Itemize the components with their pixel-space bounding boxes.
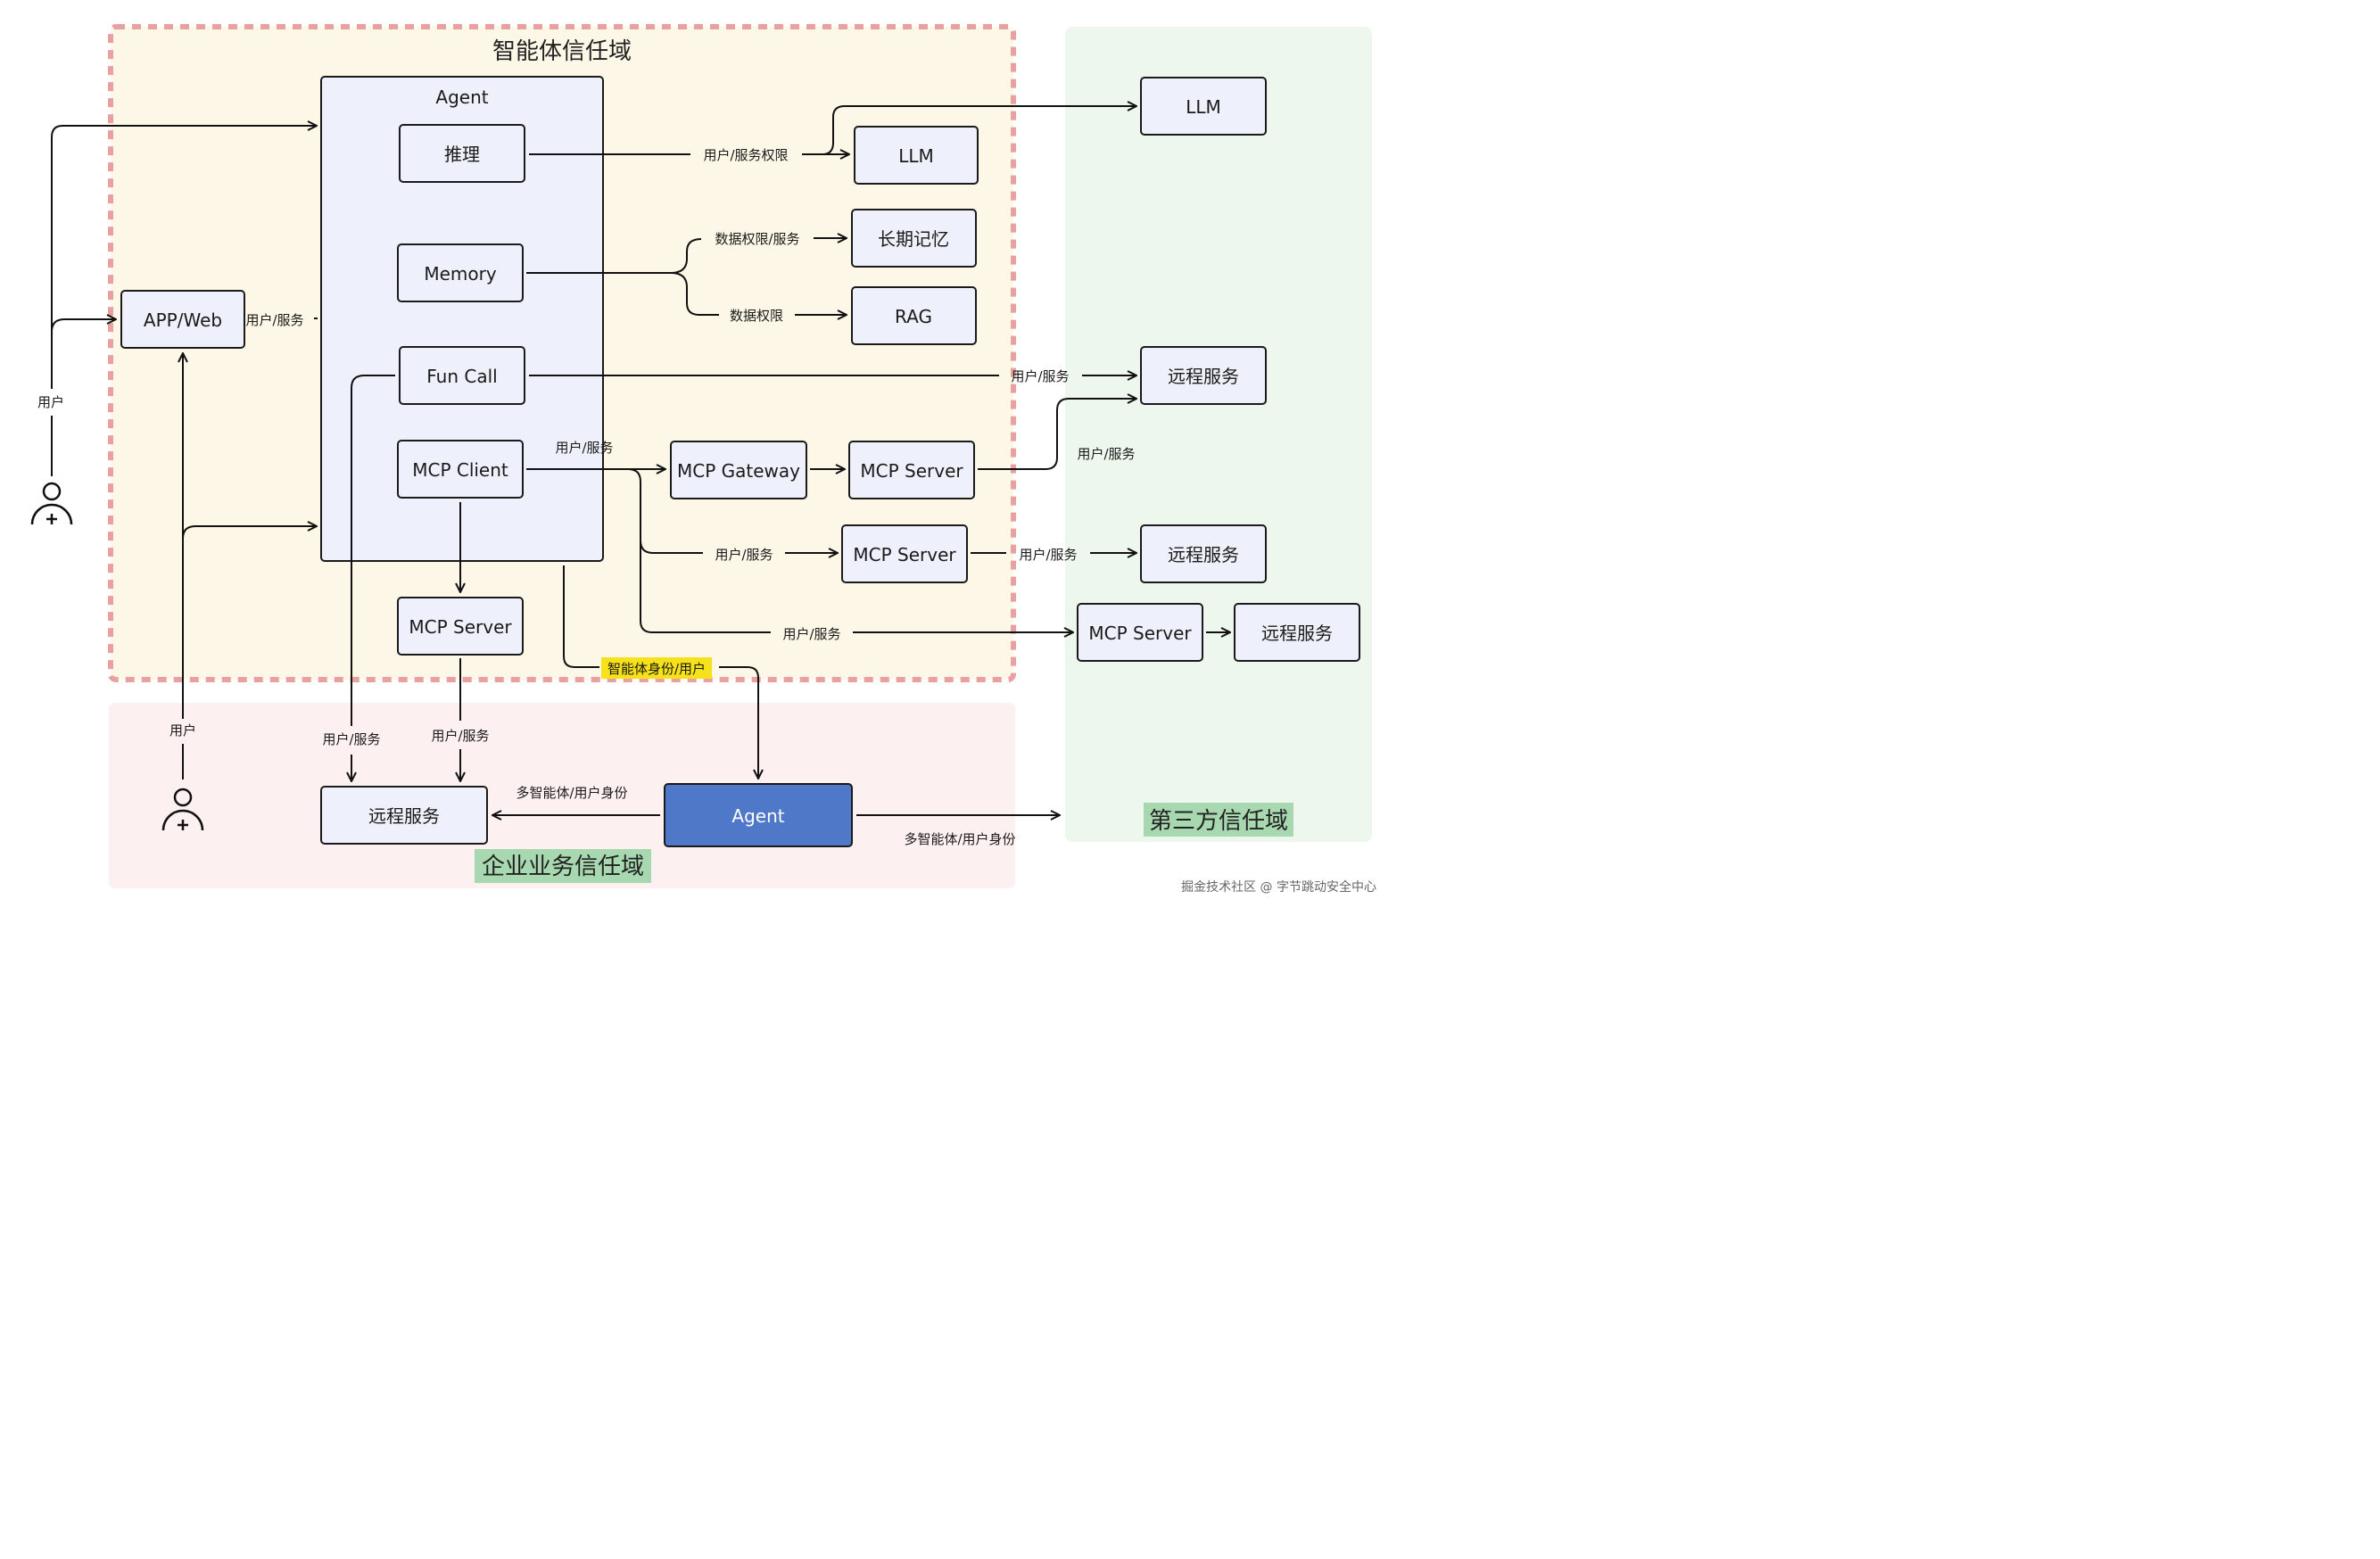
edge-agent-identity	[563, 565, 758, 779]
fun-call-label: Fun Call	[426, 366, 497, 387]
fun-call-node[interactable]: Fun Call	[399, 346, 525, 405]
llm-third-node[interactable]: LLM	[1140, 77, 1267, 136]
long-term-memory-label: 长期记忆	[878, 228, 949, 250]
edge-label-app-to-agent: 用户/服务	[245, 312, 303, 328]
edge-label-mcp-server-ent: 用户/服务	[431, 728, 489, 744]
mcp-gateway-node[interactable]: MCP Gateway	[670, 441, 807, 499]
edge-label-agent-to-third: 多智能体/用户身份	[904, 831, 1015, 847]
llm-local-label: LLM	[898, 145, 934, 167]
mcp-server-gw-node[interactable]: MCP Server	[848, 441, 975, 499]
mcp-server-third-node[interactable]: MCP Server	[1077, 603, 1203, 662]
edge-label-mcp-third: 用户/服务	[782, 626, 840, 642]
diagram-canvas: 智能体信任域 企业业务信任域 第三方信任域 Agent 推理 Memory Fu…	[0, 0, 1399, 908]
remote-service-2-node[interactable]: 远程服务	[1140, 524, 1267, 583]
edge-mcp-client-branch	[627, 468, 771, 633]
agent-ent-node[interactable]: Agent	[664, 783, 853, 847]
remote-service-2-label: 远程服务	[1168, 544, 1239, 565]
llm-third-label: LLM	[1186, 96, 1221, 118]
third-party-trust-zone-title: 第三方信任域	[1149, 808, 1288, 835]
agent-container-label: Agent	[435, 87, 488, 108]
llm-local-node[interactable]: LLM	[854, 126, 979, 185]
mcp-client-node[interactable]: MCP Client	[397, 440, 524, 499]
edge-reasoning-llm-third	[822, 106, 1136, 155]
enterprise-trust-zone-title: 企业业务信任域	[482, 854, 644, 880]
edge-memory-trunk	[526, 238, 719, 316]
third-party-trust-zone	[1065, 27, 1372, 842]
edge-label-mcp-mid: 用户/服务	[715, 547, 773, 563]
edge-label-funcall-remote: 用户/服务	[1011, 368, 1069, 384]
long-term-memory-node[interactable]: 长期记忆	[851, 209, 977, 268]
remote-service-1-label: 远程服务	[1168, 366, 1239, 387]
edge-label-mcp-server-remote: 用户/服务	[1077, 446, 1135, 462]
mcp-server-gw-label: MCP Server	[860, 460, 963, 482]
agent-ent-label: Agent	[731, 805, 784, 827]
edge-label-mem-rag: 数据权限	[730, 308, 783, 324]
mcp-server-mid-node[interactable]: MCP Server	[841, 524, 968, 583]
edge-user-left-trunk	[51, 126, 317, 476]
edge-label-reasoning-llm: 用户/服务权限	[703, 147, 788, 163]
diagram-svg: 智能体信任域 企业业务信任域 第三方信任域 Agent 推理 Memory Fu…	[30, 24, 1376, 895]
remote-service-1-node[interactable]: 远程服务	[1140, 346, 1267, 405]
user-icon-bottom	[161, 788, 204, 831]
edge-label-funcall-ent: 用户/服务	[322, 731, 380, 747]
remote-service-ent-label: 远程服务	[368, 805, 440, 827]
edge-label-mem-longterm: 数据权限/服务	[715, 231, 799, 247]
edge-label-agent-identity: 智能体身份/用户	[607, 661, 706, 677]
edge-funcall-ent	[351, 375, 395, 781]
mcp-server-mid-label: MCP Server	[853, 544, 956, 565]
edge-label-mcp-mid-remote: 用户/服务	[1019, 547, 1077, 563]
mcp-server-local-node[interactable]: MCP Server	[397, 597, 524, 656]
rag-label: RAG	[895, 306, 932, 327]
mcp-server-local-label: MCP Server	[409, 616, 512, 638]
edge-label-agent-to-remote: 多智能体/用户身份	[516, 785, 627, 801]
app-web-label: APP/Web	[144, 309, 222, 331]
rag-node[interactable]: RAG	[851, 286, 977, 345]
edge-label-user-left: 用户	[37, 394, 64, 410]
edge-label-mcp-client-gw: 用户/服务	[555, 440, 613, 456]
edge-label-user-bottom: 用户	[169, 722, 196, 738]
third-party-title-highlight	[1144, 803, 1293, 837]
agent-container[interactable]	[320, 76, 604, 562]
user-icon-left	[30, 482, 73, 525]
enterprise-title-highlight	[475, 849, 651, 883]
mcp-gateway-label: MCP Gateway	[677, 460, 800, 482]
agent-identity-highlight	[601, 657, 712, 679]
reasoning-label: 推理	[444, 144, 480, 165]
edge-mcp-server-remote	[978, 399, 1136, 470]
remote-service-ent-node[interactable]: 远程服务	[320, 786, 488, 845]
mcp-client-label: MCP Client	[412, 459, 508, 481]
memory-node[interactable]: Memory	[397, 243, 524, 302]
memory-label: Memory	[424, 263, 497, 285]
edge-user-left-to-app	[51, 319, 116, 333]
remote-service-3-label: 远程服务	[1261, 623, 1333, 644]
remote-service-3-node[interactable]: 远程服务	[1234, 603, 1360, 662]
agent-trust-zone-title: 智能体信任域	[492, 38, 632, 65]
mcp-server-third-label: MCP Server	[1088, 623, 1192, 644]
edge-user-bottom-to-agent	[182, 526, 317, 540]
reasoning-node[interactable]: 推理	[399, 124, 525, 183]
watermark: 掘金技术社区 @ 字节跳动安全中心	[1181, 879, 1376, 895]
app-web-node[interactable]: APP/Web	[120, 290, 245, 349]
